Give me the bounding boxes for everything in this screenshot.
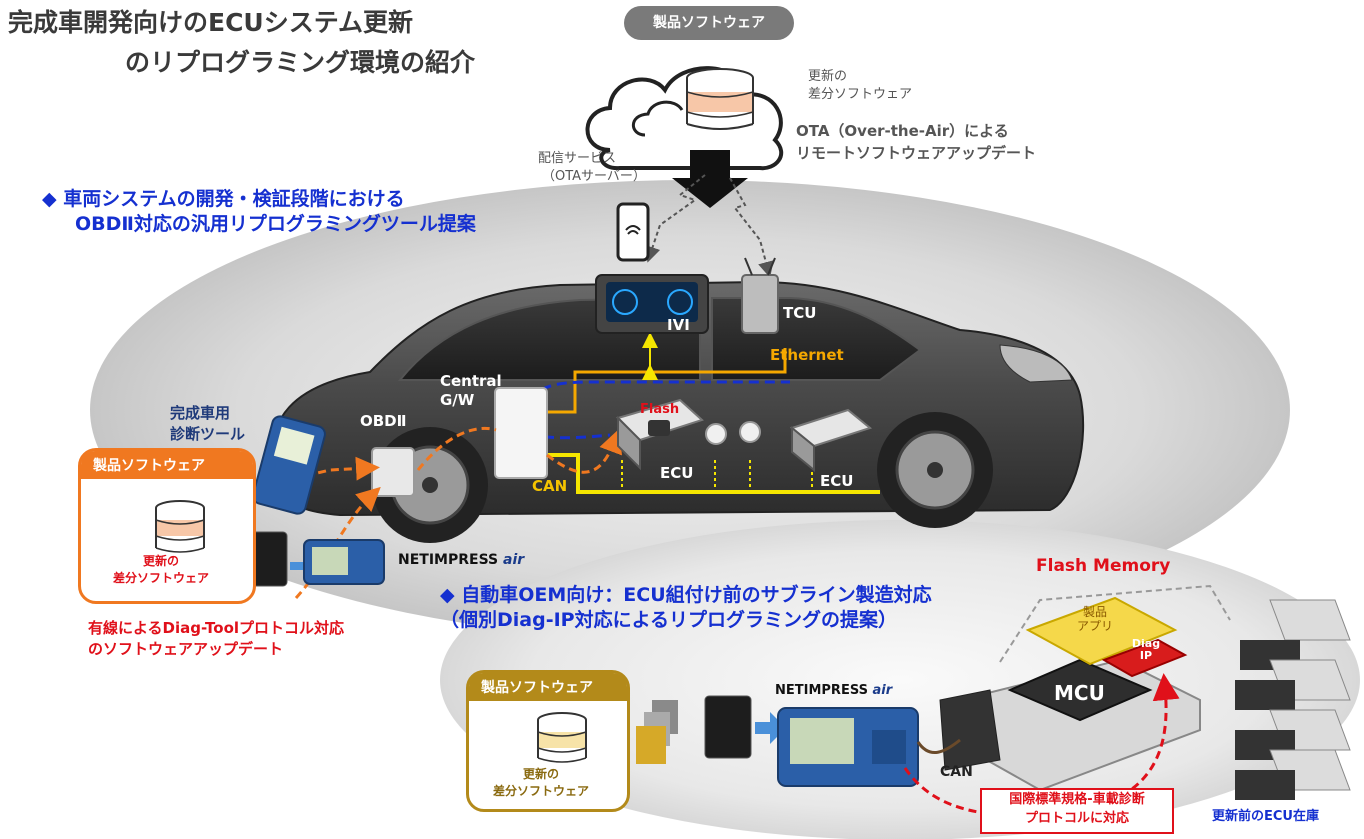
cloud-product-pill: 製品ソフトウェア <box>624 6 794 40</box>
diag-ip-block <box>1101 638 1188 678</box>
ota-label-1: OTA（Over-the-Air）による <box>796 122 1009 140</box>
section2-heading-1: ◆ 自動車OEM向け：ECU組付け前のサブライン製造対応 <box>440 584 932 606</box>
wired-update-label-1: 有線によるDiag-Toolプロトコル対応 <box>88 619 345 637</box>
file-icon-highlight <box>636 726 666 764</box>
can-label: CAN <box>532 477 568 495</box>
tcu-label: TCU <box>783 304 817 322</box>
central-gw-box <box>494 387 548 479</box>
protocol-box: 国際標準規格-車載診断 プロトコルに対応 <box>980 788 1174 834</box>
central-gw-label-2: G/W <box>440 391 475 409</box>
ota-label-2: リモートソフトウェアアップデート <box>796 144 1037 162</box>
database-icon <box>155 500 205 553</box>
mcu-label: MCU <box>1054 681 1105 705</box>
page-title-line1: 完成車開発向けのECUシステム更新 <box>8 8 413 37</box>
netimpress-brand-right: NETIMPRESS air <box>775 683 893 698</box>
flash-memory-label: Flash Memory <box>1036 556 1171 576</box>
database-icon <box>537 712 587 763</box>
tcu-icon <box>741 274 779 334</box>
central-gw-label-1: Central <box>440 372 502 390</box>
mcu-chip-icon <box>1007 658 1153 722</box>
protocol-label-2: プロトコルに対応 <box>1024 811 1129 826</box>
bullet-icon: ◆ <box>440 584 455 606</box>
arrow-right-icon <box>755 712 786 744</box>
flash-label: Flash <box>640 402 680 417</box>
product-app-label: 製品 アプリ <box>1076 605 1113 633</box>
product-software-header: 製品ソフトウェア <box>81 451 253 479</box>
left-diff-label-1: 更新の <box>142 554 179 568</box>
ethernet-label: Ethernet <box>770 346 844 364</box>
section2-heading-2: （個別Diag-IP対応によるリプログラミングの提案） <box>440 609 898 631</box>
ota-server-label-1: 配信サービス <box>538 151 617 166</box>
right-diff-label-1: 更新の <box>522 767 559 781</box>
ota-server-label-2: （OTAサーバー） <box>542 169 646 184</box>
netimpress-brand-left: NETIMPRESS air <box>398 552 525 568</box>
cloud-diff-label-1: 更新の <box>808 69 848 84</box>
left-diff-label-2: 差分ソフトウェア <box>112 571 209 585</box>
protocol-label-1: 国際標準規格-車載診断 <box>1009 792 1145 807</box>
product-app-block <box>1025 596 1178 666</box>
cloud-icon <box>585 66 784 208</box>
right-diff-label-2: 差分ソフトウェア <box>492 784 589 798</box>
ecu-stock-icon <box>1235 599 1351 800</box>
section1-heading-2: OBDⅡ対応の汎用リプログラミングツール提案 <box>75 213 476 235</box>
ecu-label-1: ECU <box>660 464 694 482</box>
ivi-label: IVI <box>667 316 690 334</box>
bullet-icon: ◆ <box>42 188 57 210</box>
section1-heading-1: ◆ 車両システムの開発・検証段階における <box>42 188 405 210</box>
cloud-diff-label-2: 差分ソフトウェア <box>808 87 913 102</box>
ecu-label-2: ECU <box>820 472 854 490</box>
diagnostic-tool-icon <box>252 415 326 515</box>
ecu-stock-label: 更新前のECU在庫 <box>1212 809 1319 824</box>
diag-ip-label: Diag IP <box>1131 637 1161 662</box>
product-software-header: 製品ソフトウェア <box>469 673 627 701</box>
wired-update-label-2: のソフトウェアアップデート <box>88 640 284 658</box>
diag-tool-label-1: 完成車用 <box>170 404 231 422</box>
sd-card-icon <box>704 695 752 759</box>
ecu-flash-icon <box>616 398 704 471</box>
can-label-2: CAN <box>940 764 973 780</box>
obd-label: OBDⅡ <box>360 412 407 430</box>
page-title-line2: のリプログラミング環境の紹介 <box>125 48 476 77</box>
diag-tool-label-2: 診断ツール <box>170 425 246 443</box>
ecu-icon <box>789 408 873 473</box>
